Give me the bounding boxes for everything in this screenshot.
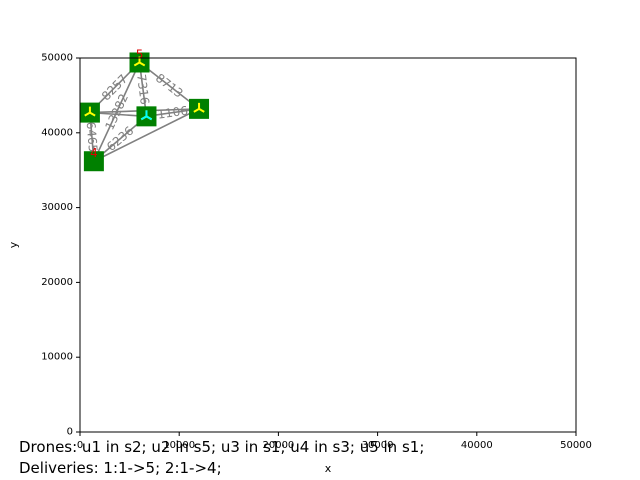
y-axis-label: y: [7, 241, 20, 248]
plot-frame: [79, 57, 577, 433]
nodes-layer: [79, 52, 210, 172]
node-label: 4: [90, 146, 98, 160]
x-axis-label: x: [325, 462, 332, 475]
edge-label: 8713: [153, 71, 186, 101]
drone-u2-marker: [133, 56, 146, 67]
edge-label: 6465: [84, 121, 100, 153]
x-tick-label: 30000: [362, 440, 394, 451]
x-tick-label: 0: [77, 440, 83, 451]
drones-layer: [84, 56, 205, 121]
y-tick-label: 50000: [41, 53, 73, 64]
x-tick-label: 50000: [560, 440, 592, 451]
x-tick-label: 10000: [163, 440, 195, 451]
edge-3-4: [93, 108, 200, 162]
y-tick-label: 30000: [41, 202, 73, 213]
drones-status-text: Drones: u1 in s2; u2 in s5; u3 in s1; u4…: [19, 438, 425, 456]
y-tick-label: 0: [67, 427, 73, 438]
axes-layer: 0 10000 20000 30000 40000 50000 0 10000 20000 300…: [41, 53, 592, 452]
node-labels-layer: 45: [90, 47, 143, 160]
node-label: 5: [136, 47, 144, 61]
edge-label: 7316: [134, 73, 152, 105]
drone-u1-marker: [84, 106, 96, 117]
deliveries-status-text: Deliveries: 1:1->5; 2:1->4;: [19, 459, 222, 477]
x-tick-label: 40000: [461, 440, 493, 451]
drone-u5-marker: [140, 110, 153, 121]
y-tick-label: 20000: [41, 277, 73, 288]
x-tick-label: 20000: [262, 440, 294, 451]
drone-u4-marker: [193, 102, 205, 113]
node-4-marker: [83, 151, 104, 172]
y-tick-label: 40000: [41, 127, 73, 138]
edge-label: 1106: [157, 104, 189, 122]
y-tick-label: 10000: [41, 352, 73, 363]
edge-4-5: [93, 62, 141, 162]
